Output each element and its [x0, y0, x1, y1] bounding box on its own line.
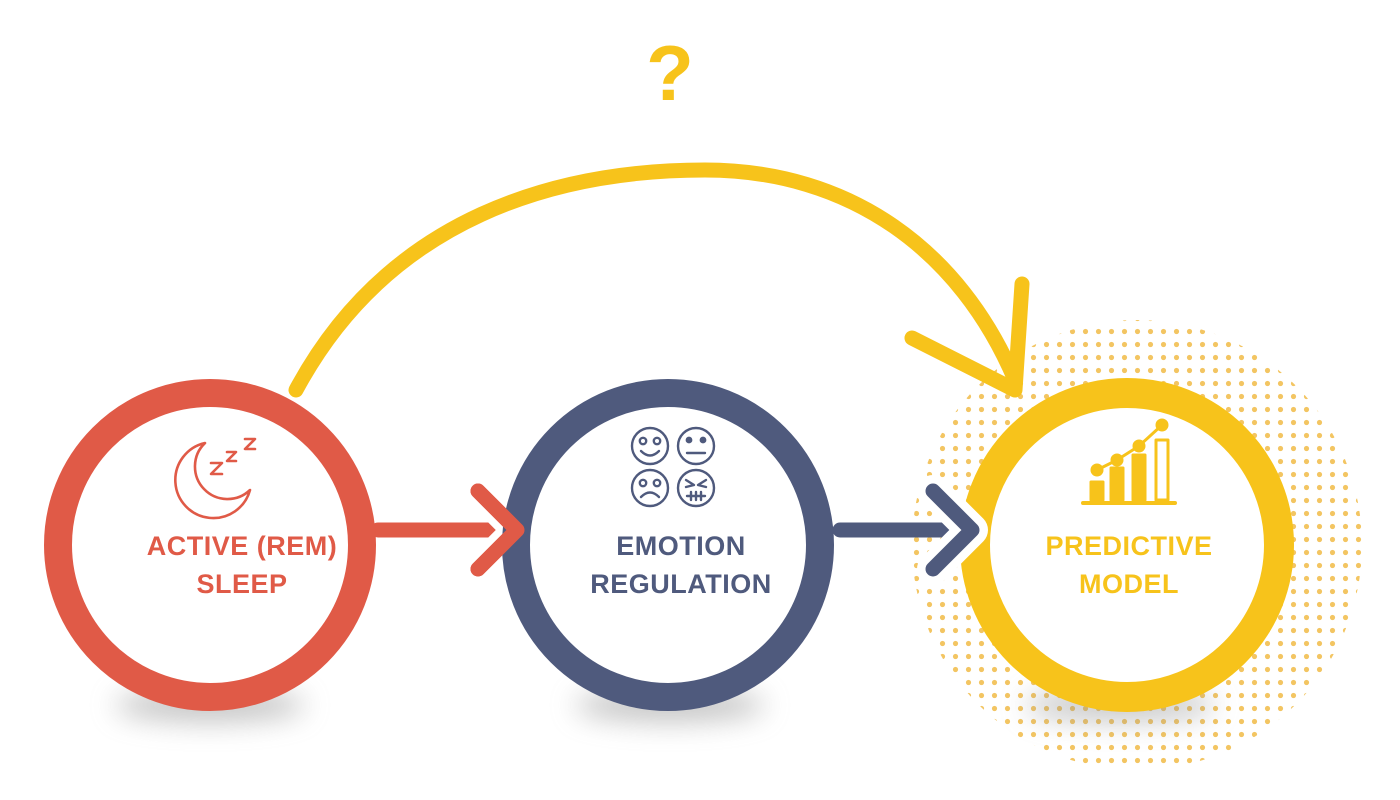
emotion-faces-icon: [630, 426, 716, 508]
rem-node-ring: [44, 379, 376, 711]
curved-arrow-head: [904, 276, 1030, 398]
emotion-node-ring: [502, 379, 834, 711]
predictive-model-node-label: PREDICTIVE MODEL: [979, 527, 1279, 603]
question-mark-label: ?: [646, 29, 694, 117]
emotion-regulation-node-label: EMOTION REGULATION: [531, 527, 831, 603]
emotion-regulation-label-line-2: REGULATION: [590, 569, 772, 599]
emotion-regulation-label-line-1: EMOTION: [616, 531, 746, 561]
rem-sleep-label-line-1: ACTIVE (REM): [146, 531, 338, 561]
arrow-emotion-to-predictive-head: [925, 483, 980, 577]
rem-sleep-label-line-2: SLEEP: [196, 569, 288, 599]
growth-chart-icon: [1081, 418, 1177, 505]
moon-zzz-icon: [174, 437, 257, 520]
predictive-model-label-line-2: MODEL: [1079, 569, 1179, 599]
curved-arrow-rem-to-predictive: [288, 162, 1023, 398]
arrow-rem-to-emotion-head-front: [470, 483, 525, 577]
rem-sleep-node-label: ACTIVE (REM) SLEEP: [92, 527, 392, 603]
predictive-model-label-line-1: PREDICTIVE: [1045, 531, 1213, 561]
